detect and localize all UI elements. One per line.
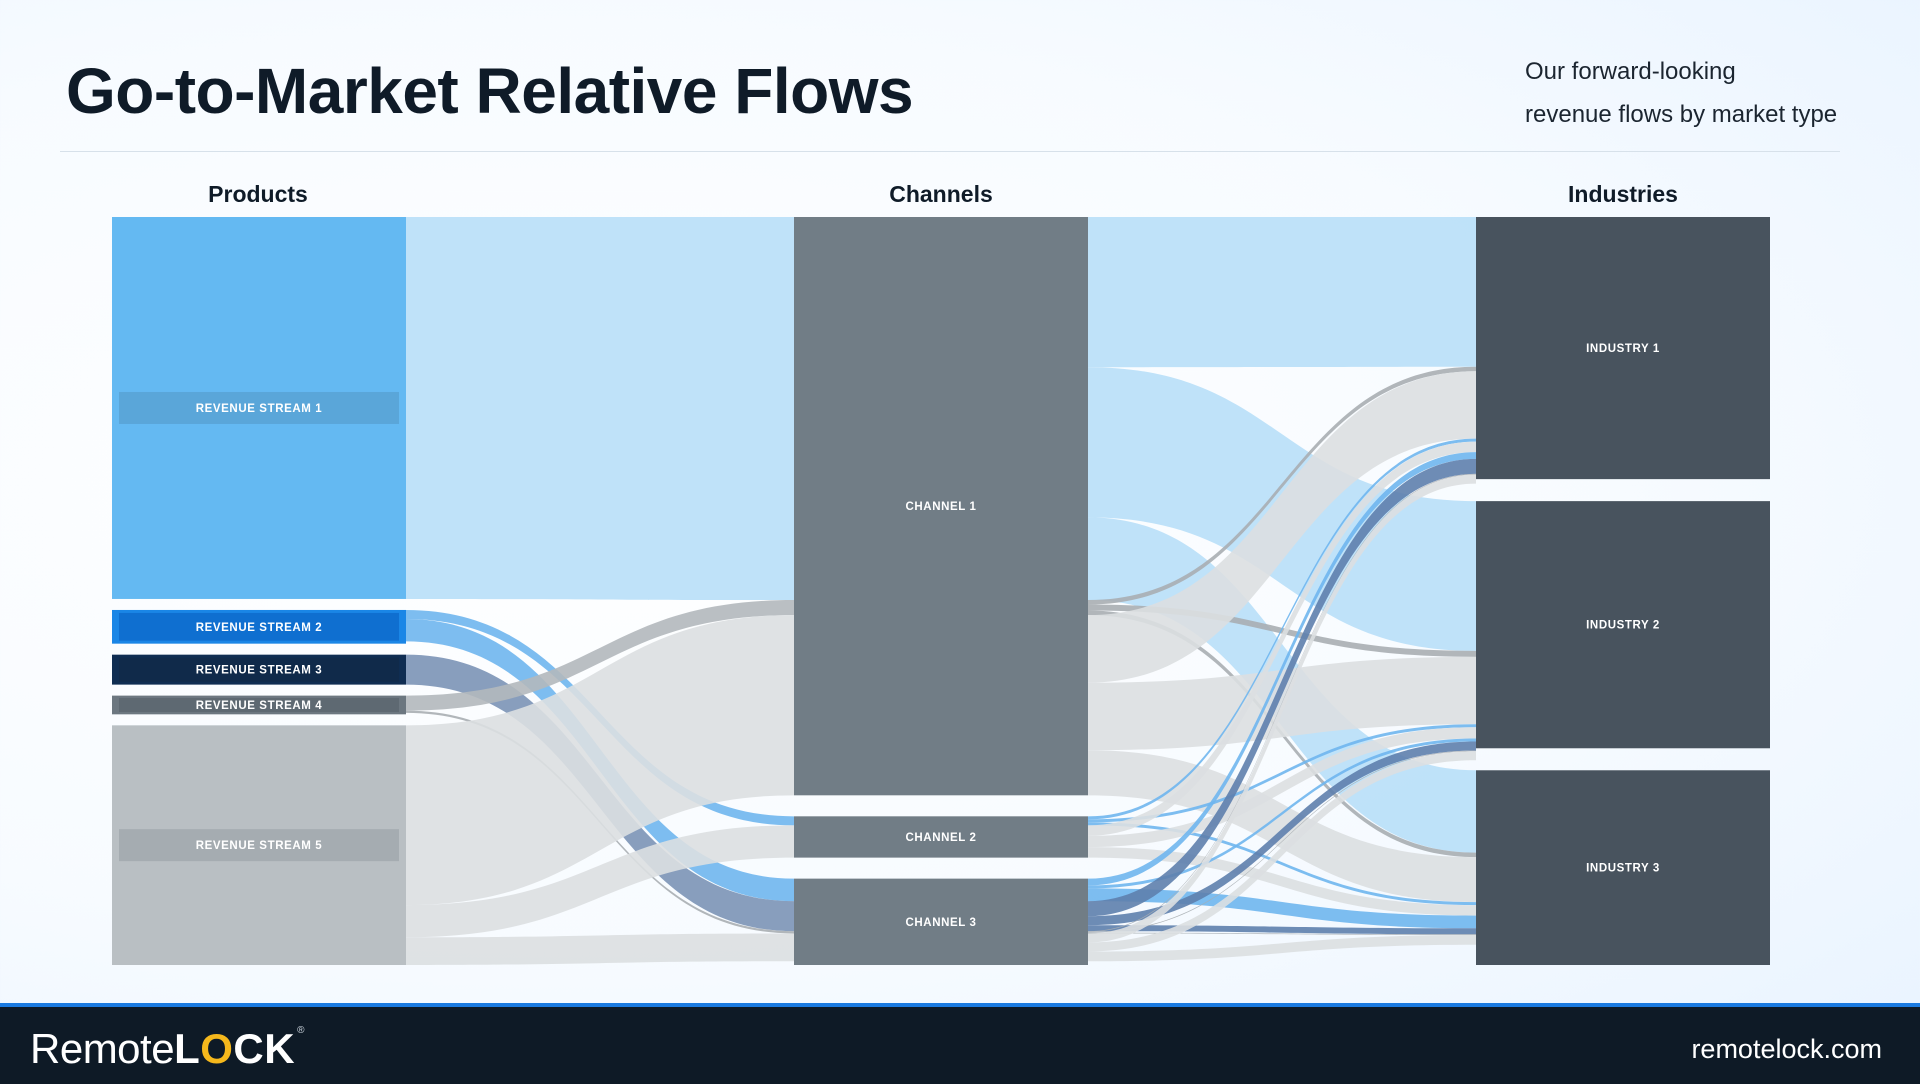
logo-text-ck: CK: [233, 1025, 296, 1072]
subtitle-line-2: revenue flows by market type: [1525, 101, 1838, 128]
node-c1[interactable]: CHANNEL 1: [794, 217, 1088, 796]
node-label-rs1: REVENUE STREAM 1: [196, 403, 323, 415]
node-i3[interactable]: INDUSTRY 3: [1476, 770, 1770, 965]
node-label-rs3: REVENUE STREAM 3: [196, 665, 323, 677]
footer-bar: RemoteLOCK® remotelock.com: [0, 1003, 1920, 1084]
node-rs1[interactable]: REVENUE STREAM 1: [112, 217, 406, 599]
logo-text-remote: Remote: [30, 1025, 175, 1072]
node-i1[interactable]: INDUSTRY 1: [1476, 217, 1770, 480]
remotelock-logo[interactable]: RemoteLOCK®: [30, 1025, 304, 1073]
node-i2[interactable]: INDUSTRY 2: [1476, 501, 1770, 749]
node-label-bg-rs5: [119, 829, 399, 862]
page-subtitle: Our forward-looking revenue flows by mar…: [1525, 50, 1865, 136]
flow-c3-to-i3: [1088, 932, 1476, 936]
flow-c2-to-i3: [1088, 822, 1476, 906]
node-bar-c3: [794, 878, 1088, 965]
header-divider: [60, 151, 1840, 152]
node-label-i1: INDUSTRY 1: [1586, 343, 1660, 355]
node-label-bg-rs2: [119, 612, 399, 641]
nodes-layer: REVENUE STREAM 1 REVENUE STREAM 2 REVENUE …: [112, 217, 1770, 965]
flow-c2-to-i1: [1088, 441, 1476, 836]
flow-rs4-to-c1: [406, 600, 794, 711]
node-label-bg-rs4: [119, 697, 399, 712]
flow-c3-to-i2: [1088, 750, 1476, 933]
flow-c1-to-i1: [1088, 371, 1476, 683]
column-header-industries: Industries: [1568, 181, 1678, 207]
logo-text-l: L: [174, 1025, 201, 1072]
node-bar-c1: [794, 217, 1088, 796]
node-label-i2: INDUSTRY 2: [1586, 620, 1660, 632]
flow-c3-to-i2: [1088, 751, 1476, 952]
flow-c3-to-i1: [1088, 452, 1476, 886]
flow-c3-to-i2: [1088, 741, 1476, 926]
node-label-rs5: REVENUE STREAM 5: [196, 840, 323, 852]
flow-c1-to-i1: [1088, 217, 1476, 368]
flow-rs5-to-c1: [406, 615, 794, 906]
flow-rs5-to-c2: [406, 825, 794, 938]
flow-c1-to-i2: [1088, 604, 1476, 657]
node-bar-c2: [794, 816, 1088, 858]
node-label-bg-rs1: [119, 391, 399, 424]
sankey-diagram: REVENUE STREAM 1 REVENUE STREAM 2 REVENUE …: [112, 217, 1770, 965]
node-c3[interactable]: CHANNEL 3: [794, 878, 1088, 965]
subtitle-line-1: Our forward-looking: [1525, 58, 1736, 85]
flow-c2-to-i1: [1088, 438, 1476, 820]
node-label-rs2: REVENUE STREAM 2: [196, 622, 323, 634]
lock-icon: O: [200, 1025, 234, 1072]
trademark-mark: ®: [297, 1025, 304, 1036]
node-rs2[interactable]: REVENUE STREAM 2: [112, 609, 406, 644]
node-rs3[interactable]: REVENUE STREAM 3: [112, 654, 406, 685]
flow-c3-to-i3: [1088, 935, 1476, 962]
flow-c3-to-i1: [1088, 474, 1476, 943]
page-title: Go-to-Market Relative Flows: [66, 55, 914, 127]
flow-c3-to-i2: [1088, 738, 1476, 889]
node-label-rs4: REVENUE STREAM 4: [196, 700, 323, 712]
column-header-products: Products: [208, 181, 308, 207]
flow-c2-to-i3: [1088, 847, 1476, 916]
node-label-c2: CHANNEL 2: [905, 832, 976, 844]
node-bar-i3: [1476, 770, 1770, 965]
node-label-c1: CHANNEL 1: [905, 501, 976, 513]
node-label-i3: INDUSTRY 3: [1586, 863, 1660, 875]
node-bar-i1: [1476, 217, 1770, 480]
flow-c3-to-i1: [1088, 458, 1476, 917]
node-c2[interactable]: CHANNEL 2: [794, 816, 1088, 858]
flow-c1-to-i2: [1088, 656, 1476, 751]
flow-c3-to-i1: [1088, 473, 1476, 932]
flow-rs1-to-c1: [406, 217, 794, 601]
website-link[interactable]: remotelock.com: [1691, 1034, 1882, 1064]
flow-c2-to-i2: [1088, 724, 1476, 823]
node-rs5[interactable]: REVENUE STREAM 5: [112, 725, 406, 965]
node-bar-i2: [1476, 501, 1770, 749]
node-label-bg-rs3: [119, 657, 399, 682]
node-label-c3: CHANNEL 3: [905, 917, 976, 929]
node-rs4[interactable]: REVENUE STREAM 4: [112, 695, 406, 715]
flow-c2-to-i2: [1088, 727, 1476, 848]
flow-c1-to-i1: [1088, 366, 1476, 605]
links-layer: [406, 217, 1476, 965]
flow-rs5-to-c3: [406, 933, 794, 965]
column-header-channels: Channels: [889, 181, 993, 207]
